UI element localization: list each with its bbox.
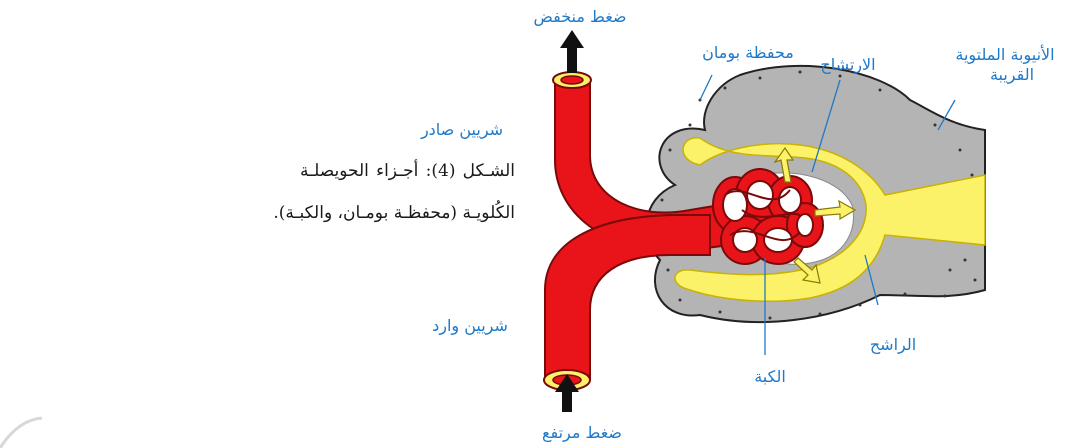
filtrate-label: الراشح xyxy=(870,335,916,355)
efferent-artery-label: شريين صادر xyxy=(420,120,503,140)
caption-line-1: الشـكل (4): أجـزاء الحويصلـة xyxy=(300,150,515,192)
proximal-tubule-label-1: الأنيوبة الملتوية xyxy=(955,44,1054,65)
proximal-tubule-label-2: القريبة xyxy=(990,65,1034,85)
corner-curve xyxy=(0,418,42,448)
afferent-artery-label: شريين وارد xyxy=(432,316,508,336)
pressure-arrow-up xyxy=(560,30,584,73)
glomerulus-label: الكبة xyxy=(754,367,786,386)
filtration-label: الارتشاح xyxy=(820,55,875,75)
high-pressure-label: ضغط مرتفع xyxy=(542,423,622,443)
caption-line-2: الكُلويـة (محفظـة بومـان، والكبـة). xyxy=(300,192,515,234)
bowman-capsule-label: محفظة بومان xyxy=(702,43,794,63)
figure-caption: الشـكل (4): أجـزاء الحويصلـة الكُلويـة (… xyxy=(300,150,515,234)
low-pressure-label: ضغط منخفض xyxy=(534,7,627,27)
